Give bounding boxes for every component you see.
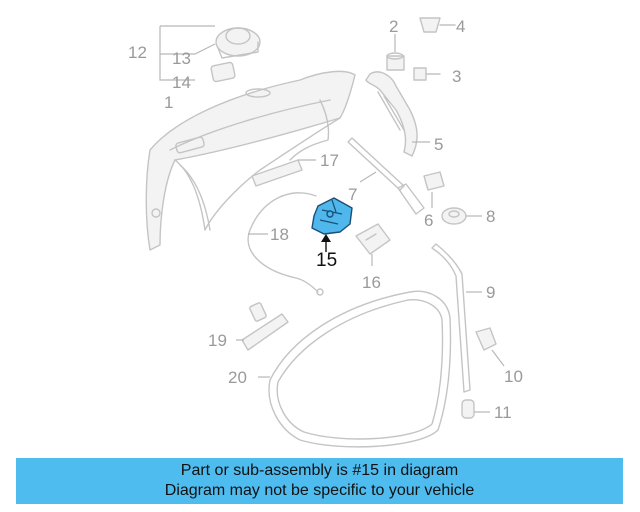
callout-9: 9 [486,283,495,302]
part-16-striker [355,223,391,266]
part-14-connector [210,61,236,83]
part-18-release-cable [247,192,324,296]
callout-15: 15 [316,250,337,271]
callout-5: 5 [434,135,443,154]
part-4-clip [419,17,456,33]
callout-12: 12 [128,43,147,62]
part-1-trunk-lid [145,70,356,251]
part-13-lock-cylinder [215,27,261,59]
callout-2: 2 [389,17,398,36]
part-5-hinge [365,71,430,157]
part-2-bushing [386,52,405,71]
part-7-gas-strut [347,137,425,215]
callout-11: 11 [494,403,512,422]
part-19-bracket [236,302,289,351]
part-8-grommet [441,207,482,225]
part-9-rod [431,243,482,393]
part-10-bracket [475,327,505,367]
info-banner: Part or sub-assembly is #15 in diagram D… [16,458,623,504]
callout-10: 10 [504,367,523,386]
callout-3: 3 [452,67,461,86]
callout-18: 18 [270,225,289,244]
part-11-pin [461,399,490,419]
callout-8: 8 [486,207,495,226]
callout-1: 1 [164,93,173,112]
callout-14: 14 [172,73,191,92]
callout-20: 20 [228,368,247,387]
part-6-bumper [423,171,445,208]
callout-17: 17 [320,151,339,170]
part-15-trunk-latch [311,197,353,252]
callout-16: 16 [362,273,381,292]
banner-line-2: Diagram may not be specific to your vehi… [164,482,475,499]
part-20-weatherstrip [258,290,452,448]
callout-6: 6 [424,211,433,230]
part-17-emblem-strip [251,159,316,187]
callout-13: 13 [172,49,191,68]
part-3-screw [413,67,441,81]
banner-line-1: Part or sub-assembly is #15 in diagram [180,462,459,479]
callout-19: 19 [208,331,227,350]
callout-4: 4 [456,17,465,36]
callout-7: 7 [348,185,357,204]
